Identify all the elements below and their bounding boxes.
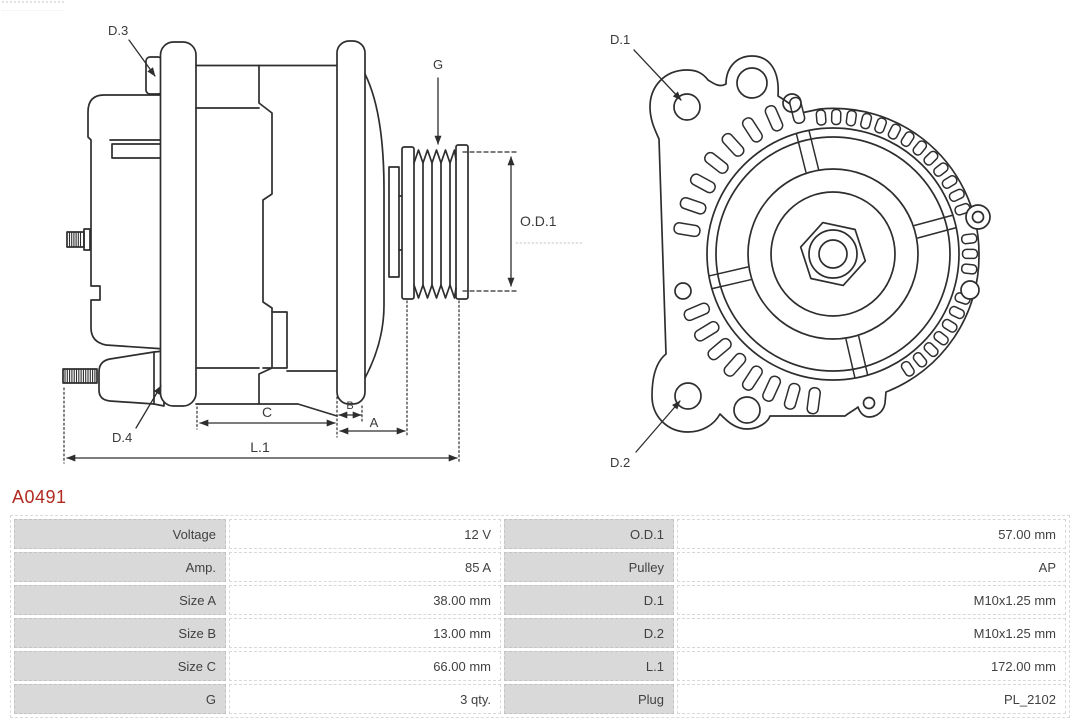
dim-label-g: G [433,57,443,72]
spec-row: Size B 13.00 mm D.2 M10x1.25 mm [14,618,1066,648]
front-mounting-lug [336,40,366,405]
d1-leader-arrow [633,49,682,101]
spec-value: 85 A [229,552,501,582]
spec-label: Size C [14,651,226,681]
rotor-spokes [708,130,957,379]
pulley-washer [770,191,896,317]
mounting-hole-d2 [674,382,702,410]
d4-leader-arrow [135,385,162,429]
side-view-alternator: D.3 D.4 G O.D.1 C B A L.1 [62,23,583,464]
spec-value: 38.00 mm [229,585,501,615]
small-hole-left [674,282,692,300]
spec-value: 3 qty. [229,684,501,714]
dim-label-d4: D.4 [112,430,132,445]
spec-value: 57.00 mm [677,519,1066,549]
dim-label-od1: O.D.1 [520,213,557,229]
spec-label: Size A [14,585,226,615]
spec-row: Voltage 12 V O.D.1 57.00 mm [14,519,1066,549]
spec-label: L.1 [504,651,674,681]
spec-value: M10x1.25 mm [677,618,1066,648]
spec-value: 172.00 mm [677,651,1066,681]
vent-slots-lower [683,302,821,415]
dim-label-d3: D.3 [108,23,128,38]
spec-row: Size A 38.00 mm D.1 M10x1.25 mm [14,585,1066,615]
dim-label-a: A [370,415,379,430]
spec-value: 66.00 mm [229,651,501,681]
dim-label-l1: L.1 [250,439,270,455]
shaft-nut [799,221,867,287]
pulley [401,144,469,300]
pulley-face [747,168,919,340]
rear-view-alternator: D.1 D.2 [610,32,991,470]
small-hole-top [782,93,802,113]
cooling-rib-ring [815,108,979,377]
dim-label-d2: D.2 [610,455,630,470]
spec-value: M10x1.25 mm [677,585,1066,615]
rear-mounting-lug [159,41,197,407]
vent-slots-upper [673,96,806,238]
spec-label: D.1 [504,585,674,615]
stator-body [195,64,338,417]
insulator-block [98,350,165,407]
spec-label: Amp. [14,552,226,582]
spec-row: Size C 66.00 mm L.1 172.00 mm [14,651,1066,681]
spec-value: PL_2102 [677,684,1066,714]
spec-row: G 3 qty. Plug PL_2102 [14,684,1066,714]
dim-label-d1: D.1 [610,32,630,47]
spec-label: Plug [504,684,674,714]
spec-table: Voltage 12 V O.D.1 57.00 mm Amp. 85 A Pu… [10,515,1070,718]
part-number: A0491 [12,487,67,507]
spec-label: Pulley [504,552,674,582]
dim-label-c: C [262,404,272,420]
watermark-remnant [2,1,64,11]
drive-end-nose [364,73,385,379]
small-hole-foot [862,396,876,410]
side-tab-lower [960,280,980,300]
spec-value: 13.00 mm [229,618,501,648]
side-tab [965,204,991,230]
d2-leader-arrow [635,400,681,453]
mounting-hole-bottom [733,396,761,424]
mounting-hole-d1 [673,93,701,121]
spec-label: Voltage [14,519,226,549]
spec-value: 12 V [229,519,501,549]
shaft-end [818,239,848,269]
spec-row: Amp. 85 A Pulley AP [14,552,1066,582]
terminal-stud-lower [62,368,98,384]
rear-cover [87,94,166,350]
spec-label: G [14,684,226,714]
spec-label: O.D.1 [504,519,674,549]
spec-value: AP [677,552,1066,582]
shaft-spacer [388,166,400,278]
d3-leader-arrow [128,39,156,77]
mounting-hole-top [736,67,768,99]
dim-label-b: B [346,400,353,412]
technical-drawing: D.3 D.4 G O.D.1 C B A L.1 [62,23,991,470]
spec-label: D.2 [504,618,674,648]
spec-label: Size B [14,618,226,648]
